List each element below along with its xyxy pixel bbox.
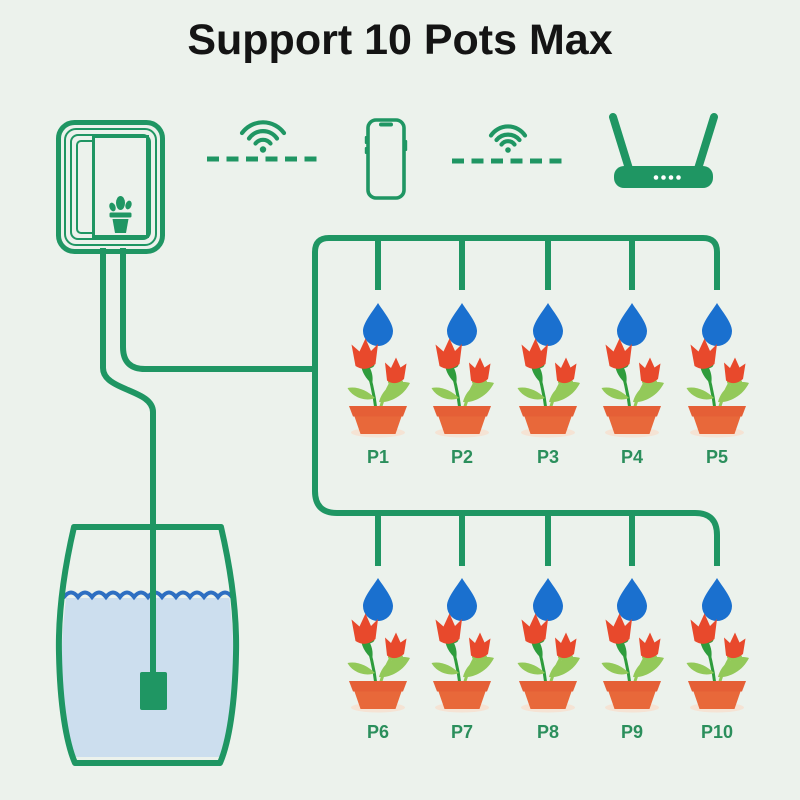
wifi-router-icon	[609, 113, 718, 188]
pot-unit: P9	[582, 575, 682, 743]
pot-label: P1	[366, 447, 390, 467]
potted-flower-icon	[412, 300, 512, 440]
potted-flower-icon	[667, 575, 767, 715]
sprout-icon	[109, 196, 132, 233]
pot-unit: P3	[498, 300, 598, 468]
submersible-pump-icon	[140, 672, 167, 710]
pot-unit: P10	[667, 575, 767, 743]
pot-unit: P6	[328, 575, 428, 743]
smartphone-icon	[364, 118, 408, 200]
pot-label: P8	[536, 722, 560, 742]
pot-label: P10	[700, 722, 734, 742]
pot-label: P5	[705, 447, 729, 467]
page-title: Support 10 Pots Max	[187, 16, 613, 64]
potted-flower-icon	[412, 575, 512, 715]
water-tank-icon	[55, 524, 240, 766]
watering-controller-icon	[56, 120, 165, 254]
pot-unit: P5	[667, 300, 767, 468]
pot-label: P4	[620, 447, 644, 467]
pot-label: P3	[536, 447, 560, 467]
pot-label: P6	[366, 722, 390, 742]
pot-unit: P2	[412, 300, 512, 468]
tube-to-pump	[100, 248, 156, 676]
manifold-row-2	[312, 365, 720, 566]
pot-label: P7	[450, 722, 474, 742]
pot-label: P9	[620, 722, 644, 742]
pot-label: P2	[450, 447, 474, 467]
wifi-icon	[488, 124, 528, 153]
manifold-row-1	[312, 235, 720, 372]
pot-unit: P1	[328, 300, 428, 468]
pot-unit: P4	[582, 300, 682, 468]
tubing	[100, 235, 720, 676]
tube-device-to-manifolds	[120, 248, 315, 372]
potted-flower-icon	[667, 300, 767, 440]
wifi-icon	[239, 120, 287, 153]
pot-unit: P8	[498, 575, 598, 743]
pot-unit: P7	[412, 575, 512, 743]
